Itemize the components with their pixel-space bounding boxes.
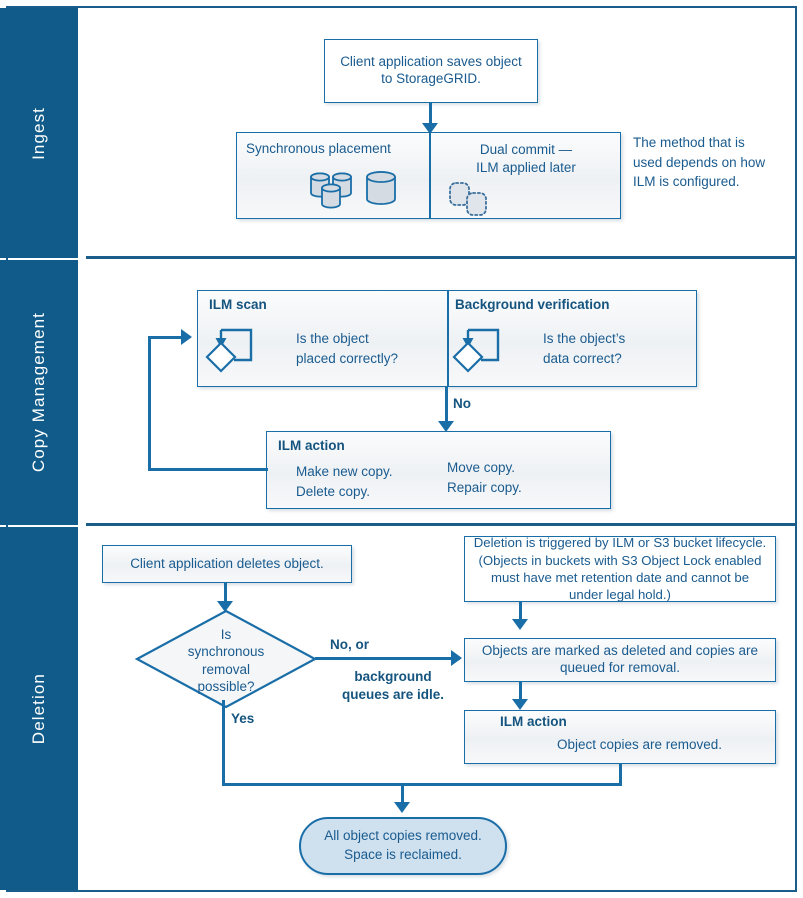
storage-cylinders-icon	[305, 168, 405, 213]
copy-ilm-action-col2-item0: Move copy.	[447, 460, 516, 475]
deletion-client-text: Client application deletes object.	[130, 555, 324, 571]
deletion-decision-line2: synchronous	[187, 644, 265, 660]
ingest-client-application-text: Client application saves object to Stora…	[340, 54, 522, 86]
background-verification-question: Is the object’s data correct?	[543, 329, 625, 368]
lane-label-ingest: Ingest	[0, 8, 78, 258]
ilm-scan-question-line1: Is the object	[296, 331, 369, 346]
lane-divider-1	[86, 256, 795, 259]
deletion-trigger-arrow-line	[519, 602, 522, 626]
lane-label-ingest-text: Ingest	[29, 106, 48, 160]
deletion-marked-arrow-line	[519, 682, 522, 706]
ingest-arrow-head	[422, 123, 438, 134]
copy-feedback-line-bottom	[148, 468, 268, 471]
deletion-no-label-line2: background	[354, 669, 432, 684]
copy-ilm-action-col1: Make new copy. Delete copy.	[296, 462, 393, 503]
deletion-ilm-action-body: Object copies are removed.	[556, 737, 723, 752]
lane-label-copy-management-text: Copy Management	[29, 312, 48, 473]
lane-divider-2	[86, 523, 795, 526]
deletion-terminator-arrow-head	[394, 802, 410, 813]
deletion-terminator-box: All object copies removed. Space is recl…	[299, 817, 507, 875]
copy-scan-divider	[447, 290, 449, 387]
deletion-trigger-arrow-head	[512, 619, 528, 630]
copy-ilm-action-title: ILM action	[278, 438, 345, 453]
copy-ilm-action-col1-item1: Delete copy.	[296, 484, 371, 500]
deletion-marked-box: Objects are marked as deleted and copies…	[464, 638, 776, 682]
lane-label-deletion-text: Deletion	[29, 672, 48, 745]
lane-label-copy-management: Copy Management	[0, 260, 78, 525]
copy-no-arrow-head	[438, 421, 454, 432]
ilm-scan-question-line2: placed correctly?	[296, 350, 399, 366]
ingest-note: The method that is used depends on how I…	[633, 135, 766, 190]
deletion-marked-text: Objects are marked as deleted and copies…	[481, 643, 759, 675]
deletion-no-branch-arrow-head	[451, 650, 462, 666]
dual-commit-label-line2: ILM applied later	[476, 159, 576, 175]
deletion-trigger-note-box: Deletion is triggered by ILM or S3 bucke…	[464, 535, 776, 603]
ilm-scan-title: ILM scan	[209, 297, 267, 312]
deletion-decision-line4: possible?	[197, 678, 255, 694]
deletion-yes-line-vertical	[222, 700, 225, 785]
background-verification-question-line2: data correct?	[543, 350, 622, 366]
deletion-ilm-action-box	[464, 710, 776, 764]
ingest-methods-divider	[429, 132, 431, 219]
background-verification-loop-decision-icon	[450, 315, 512, 377]
deletion-decision-line3: removal	[201, 661, 250, 677]
deletion-terminator-line1: All object copies removed.	[324, 828, 482, 844]
copy-ilm-action-col1-item0: Make new copy.	[296, 464, 393, 479]
copy-feedback-line-top	[148, 336, 183, 339]
deletion-no-label-line3: queues are idle.	[341, 686, 445, 702]
copy-feedback-arrow-head	[181, 329, 192, 345]
dual-commit-label-line1: Dual commit —	[479, 142, 573, 157]
ingest-methods-box	[236, 132, 621, 219]
copy-ilm-action-col2: Move copy. Repair copy.	[447, 458, 522, 499]
deletion-join-line-horizontal	[222, 783, 622, 786]
ilm-scan-question: Is the object placed correctly?	[296, 329, 398, 368]
deletion-terminator-line2: Space is reclaimed.	[344, 847, 462, 862]
copy-no-arrow-line	[445, 387, 448, 429]
ingest-arrow-line	[429, 103, 432, 131]
dashed-objects-icon	[447, 180, 502, 220]
ilm-scan-loop-decision-icon	[203, 315, 265, 377]
deletion-no-branch-line	[315, 657, 460, 660]
deletion-join-line-right-vertical	[619, 764, 622, 785]
ingest-client-application-box[interactable]: Client application saves object to Stora…	[324, 39, 538, 103]
background-verification-question-line1: Is the object’s	[543, 331, 626, 346]
deletion-terminator-arrow-line	[401, 783, 404, 809]
deletion-client-arrow-head	[217, 601, 233, 612]
dual-commit-label: Dual commit — ILM applied later	[440, 141, 612, 176]
deletion-decision-text: Is synchronous removal possible?	[160, 626, 292, 695]
deletion-no-label-rest: background queues are idle.	[318, 668, 468, 703]
deletion-ilm-action-title: ILM action	[500, 714, 567, 729]
deletion-marked-arrow-head	[512, 699, 528, 710]
lane-label-deletion: Deletion	[0, 527, 78, 890]
copy-ilm-action-col2-item1: Repair copy.	[447, 480, 522, 496]
deletion-decision-line1: Is	[220, 627, 232, 642]
deletion-yes-label: Yes	[231, 711, 255, 726]
copy-feedback-line-vertical	[148, 336, 151, 471]
deletion-no-label-line1: No, or	[330, 637, 369, 652]
deletion-trigger-note-text: Deletion is triggered by ILM or S3 bucke…	[473, 535, 767, 603]
deletion-decision-diamond	[134, 609, 318, 709]
sync-placement-label: Synchronous placement	[246, 141, 391, 156]
copy-no-label: No	[453, 396, 471, 411]
deletion-client-arrow-line	[224, 583, 227, 609]
background-verification-title: Background verification	[455, 297, 610, 312]
deletion-client-box[interactable]: Client application deletes object.	[102, 545, 352, 583]
